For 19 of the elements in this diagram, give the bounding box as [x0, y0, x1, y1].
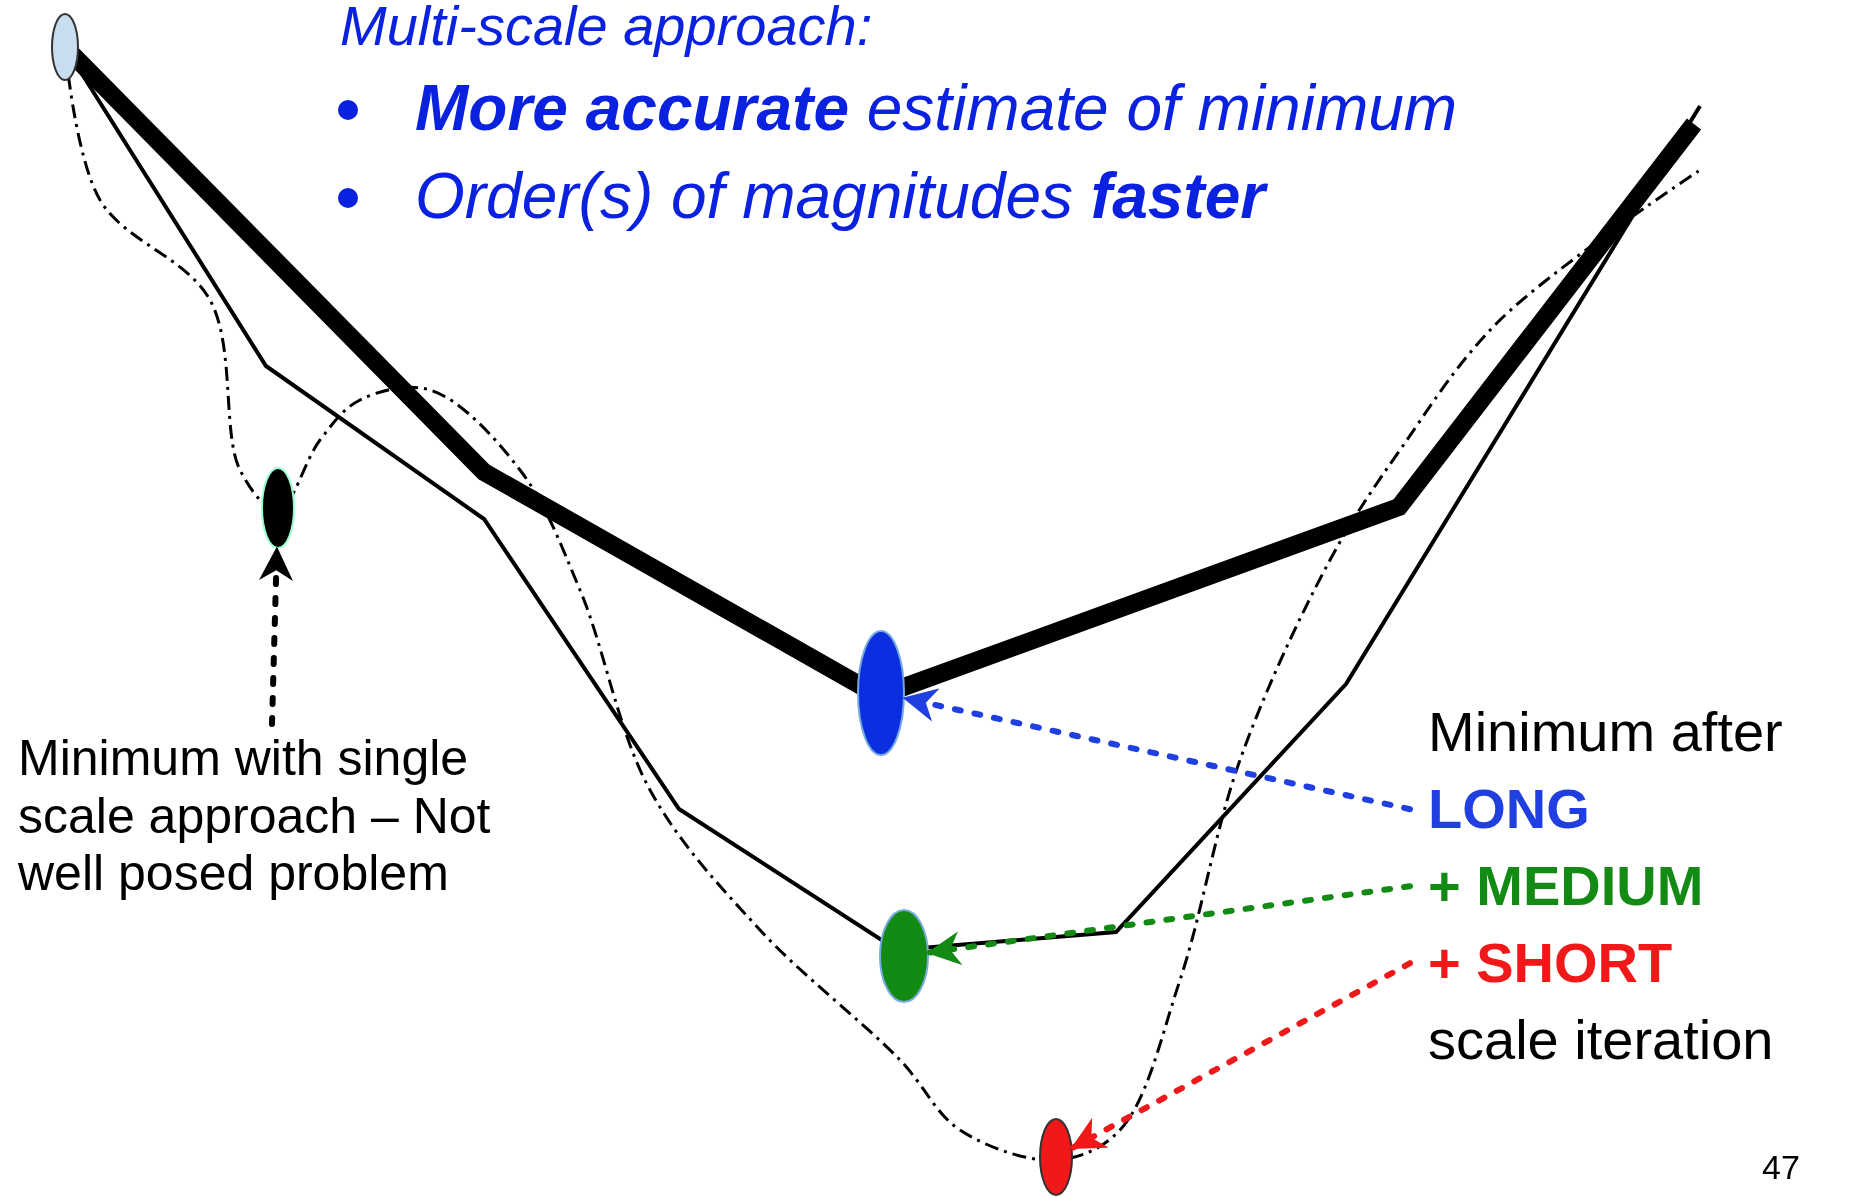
minimum-marker [260, 466, 296, 550]
arrow [1070, 960, 1413, 1151]
minimum-marker [878, 908, 930, 1004]
annotation-text: scale iteration [1428, 1008, 1774, 1073]
minimum-marker [856, 629, 906, 757]
annotation-text: Minimum after [1428, 700, 1783, 765]
minimum-marker [1038, 1117, 1074, 1197]
page-number: 47 [1762, 1148, 1800, 1188]
title: Multi-scale approach: [340, 0, 873, 59]
annotation-text: LONG [1428, 777, 1590, 842]
arrow [259, 546, 293, 727]
arrow [902, 688, 1413, 813]
minimum-marker [50, 12, 80, 82]
annotation-text: + SHORT [1428, 931, 1673, 996]
bullet-text: Order(s) of magnitudes faster [415, 160, 1266, 234]
bullet-text: More accurate estimate of minimum [415, 72, 1458, 146]
arrow [926, 883, 1413, 966]
annotation-text: Minimum with single scale approach – Not well posed problem [18, 730, 578, 903]
annotation-text: + MEDIUM [1428, 854, 1704, 919]
